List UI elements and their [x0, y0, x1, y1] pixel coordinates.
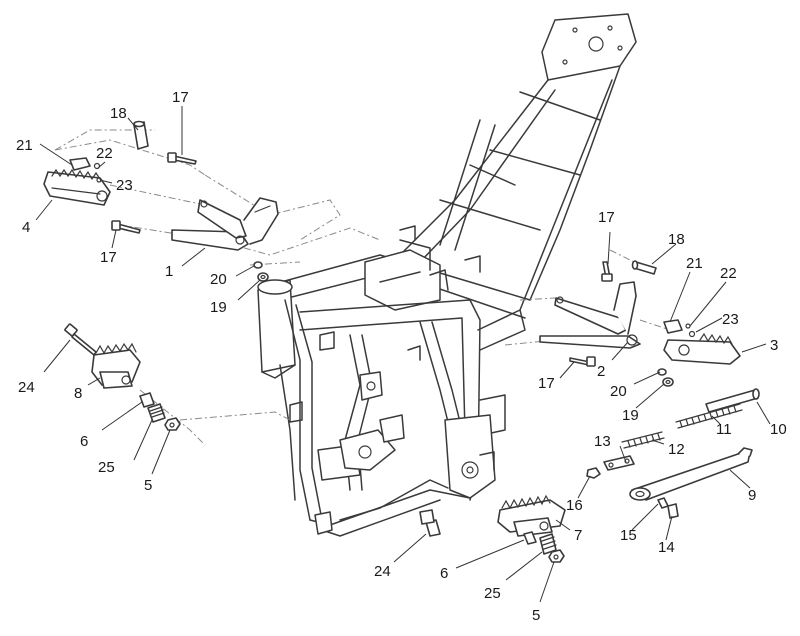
- callout-4: 4: [22, 219, 30, 236]
- callout-17-top-left: 17: [172, 89, 189, 106]
- callout-1: 1: [165, 263, 173, 280]
- callout-17-left: 17: [100, 249, 117, 266]
- callout-17-top-right: 17: [598, 209, 615, 226]
- callout-23-left: 23: [116, 177, 133, 194]
- callout-24-right: 24: [374, 563, 391, 580]
- callout-22-right: 22: [720, 265, 737, 282]
- callout-19-right: 19: [622, 407, 639, 424]
- right-footpeg-assembly: [539, 260, 741, 387]
- callout-numbers: 1 2 3 4 5 5 6 6 7 8 9 10 11 12 13 14 15 …: [16, 89, 787, 624]
- left-footpeg-assembly: [43, 120, 279, 282]
- left-lower-footpeg-assembly: [64, 323, 181, 431]
- callout-18-right: 18: [668, 231, 685, 248]
- callout-6-right: 6: [440, 565, 448, 582]
- callout-25-left: 25: [98, 459, 115, 476]
- callout-13: 13: [594, 433, 611, 450]
- callout-3: 3: [770, 337, 778, 354]
- right-lower-footpeg-assembly: [419, 494, 566, 563]
- callout-5-left: 5: [144, 477, 152, 494]
- callout-21-left: 21: [16, 137, 33, 154]
- callout-9: 9: [748, 487, 756, 504]
- callout-15: 15: [620, 527, 637, 544]
- callout-16: 16: [566, 497, 583, 514]
- callout-5-right: 5: [532, 607, 540, 624]
- callout-18-left: 18: [110, 105, 127, 122]
- callout-7: 7: [574, 527, 582, 544]
- callout-19-left: 19: [210, 299, 227, 316]
- assembly-dashed-lines: [54, 129, 671, 446]
- callout-21-right: 21: [686, 255, 703, 272]
- callout-8: 8: [74, 385, 82, 402]
- callout-6-left: 6: [80, 433, 88, 450]
- callout-22-left: 22: [96, 145, 113, 162]
- callout-23-right: 23: [722, 311, 739, 328]
- callout-10: 10: [770, 421, 787, 438]
- callout-20-left: 20: [210, 271, 227, 288]
- callout-20-right: 20: [610, 383, 627, 400]
- callout-11: 11: [716, 421, 732, 438]
- leader-lines: [35, 106, 771, 603]
- callout-17-right: 17: [538, 375, 555, 392]
- callout-14: 14: [658, 539, 675, 556]
- callout-24-left: 24: [18, 379, 35, 396]
- main-frame: [257, 13, 637, 537]
- callout-25-right: 25: [484, 585, 501, 602]
- side-stand-assembly: [586, 388, 760, 519]
- callout-12: 12: [668, 441, 685, 458]
- callout-2: 2: [597, 363, 605, 380]
